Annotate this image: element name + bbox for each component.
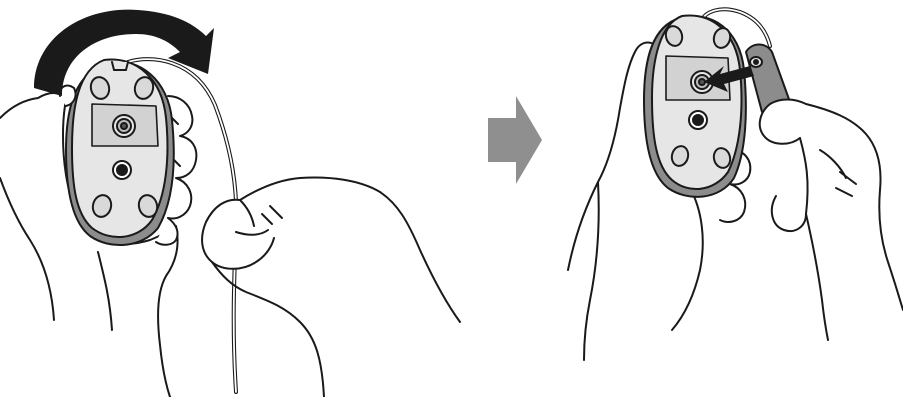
right-panel [568, 9, 903, 360]
sensor-icon [689, 111, 707, 129]
screw-icon [113, 115, 135, 137]
sensor-icon [113, 161, 131, 179]
left-panel [0, 59, 460, 397]
right-arrow-icon [488, 96, 542, 184]
